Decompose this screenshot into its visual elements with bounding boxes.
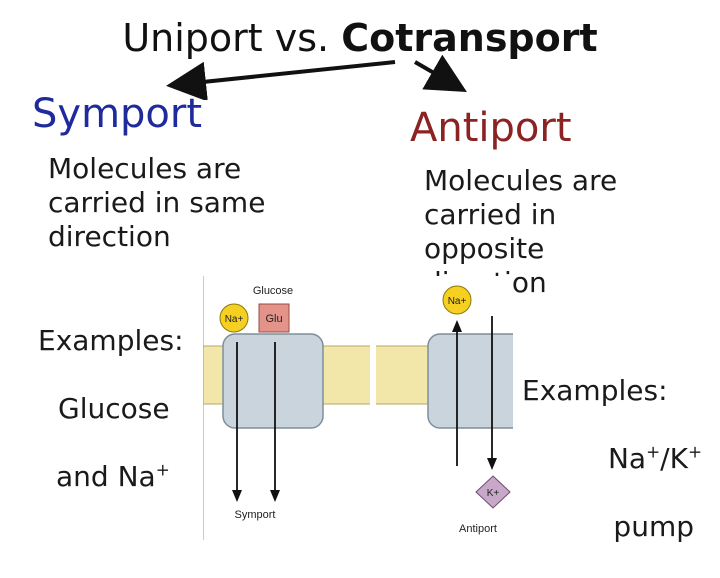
arrow-to-symport (166, 60, 396, 100)
title-cotransport: Cotransport (341, 16, 598, 60)
k-ion (475, 475, 511, 509)
arrow-to-antiport (413, 54, 467, 93)
glucose-box (258, 303, 290, 333)
symport-heading: Symport (32, 91, 203, 137)
antiport-example-pump-word: pump (613, 510, 694, 543)
k-ion-label: K+ (487, 488, 500, 499)
glucose-label: Glucose (253, 285, 293, 297)
title-uniport: Uniport vs. (122, 16, 330, 60)
symport-examples-label: Examples: (38, 324, 184, 357)
antiport-protein (427, 333, 513, 429)
panel-divider (370, 336, 376, 426)
glu-label: Glu (265, 313, 282, 325)
antiport-heading: Antiport (410, 105, 572, 151)
symport-examples: Examples: Glucose and Na+ (38, 290, 184, 528)
na-ion-antiport-label: Na+ (448, 296, 467, 307)
antiport-examples-label: Examples: (522, 374, 668, 407)
antiport-examples: Examples: Na+/K+ pump (522, 340, 702, 578)
slide-title: Uniport vs. Cotransport (0, 12, 720, 64)
transport-diagram: Glucose Na+ Glu Symport Na+ K+ Antiport (203, 276, 513, 540)
symport-caption: Symport (235, 509, 276, 521)
antiport-caption: Antiport (459, 523, 497, 535)
symport-example-na: and Na+ (56, 459, 170, 493)
title-arrows (166, 54, 467, 100)
antiport-example-pump: Na+/K+ (607, 441, 702, 475)
symport-protein (222, 333, 324, 429)
symport-example-glucose: Glucose (58, 392, 170, 425)
na-ion-symport (219, 303, 249, 333)
na-ion-symport-label: Na+ (225, 314, 244, 325)
na-ion-antiport (442, 285, 472, 315)
symport-description: Molecules are carried in same direction (48, 152, 266, 253)
